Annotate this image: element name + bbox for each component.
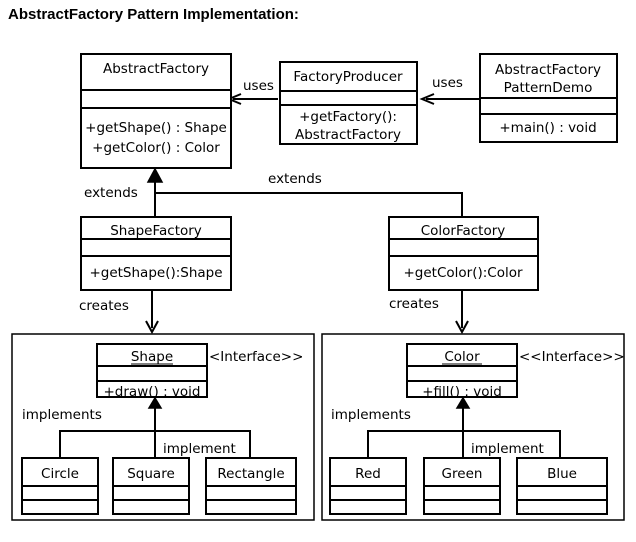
uses-demo-arrowhead [419, 93, 435, 105]
blue-class: Blue [516, 457, 608, 515]
shape-implements-arrowhead [147, 396, 163, 409]
green-name: Green [442, 466, 483, 482]
uses-label-right: uses [432, 75, 463, 91]
shape-factory-method: +getShape():Shape [89, 265, 222, 281]
implements-label-left: implements [22, 407, 102, 423]
color-interface-method: +fill() : void [422, 384, 502, 400]
implement-label-right: implement [471, 441, 544, 457]
circle-class: Circle [21, 457, 99, 515]
extends-label-left: extends [84, 185, 138, 201]
factory-producer-method: +getFactory(): [299, 109, 397, 125]
page-title: AbstractFactory Pattern Implementation: [8, 6, 299, 23]
creates-shape-arrowhead [145, 320, 159, 335]
color-stereotype: <<Interface>> [519, 349, 625, 365]
abstract-factory-method: +getShape() : Shape [85, 120, 227, 136]
shape-stereotype: <Interface>> [209, 349, 303, 365]
green-class: Green [423, 457, 501, 515]
rectangle-class: Rectangle [205, 457, 297, 515]
pattern-demo-name: PatternDemo [504, 80, 593, 96]
extends-color-line [155, 192, 463, 217]
blue-name: Blue [547, 466, 577, 482]
color-implements-arrowhead [455, 396, 471, 409]
abstract-factory-name: AbstractFactory [103, 61, 209, 77]
square-name: Square [127, 466, 175, 482]
creates-label-right: creates [389, 296, 439, 312]
square-class: Square [112, 457, 190, 515]
abstract-factory-class: AbstractFactory +getShape() : Shape +get… [80, 53, 232, 169]
red-name: Red [355, 466, 381, 482]
implements-label-right: implements [331, 407, 411, 423]
shape-factory-name: ShapeFactory [110, 223, 202, 239]
creates-label-left: creates [79, 298, 129, 314]
abstract-factory-method: +getColor() : Color [92, 140, 220, 156]
uses-label-left: uses [243, 78, 274, 94]
color-factory-name: ColorFactory [421, 223, 506, 239]
pattern-demo-method: +main() : void [499, 120, 596, 136]
factory-producer-class: FactoryProducer +getFactory(): AbstractF… [279, 61, 418, 145]
color-interface-class: Color +fill() : void [406, 343, 518, 400]
creates-color-arrowhead [455, 320, 469, 335]
red-class: Red [329, 457, 407, 515]
circle-name: Circle [41, 466, 79, 482]
pattern-demo-class: AbstractFactory PatternDemo +main() : vo… [479, 53, 618, 143]
color-group-container [321, 333, 625, 521]
shape-interface-method: +draw() : void [104, 384, 201, 400]
implement-label-left: implement [163, 441, 236, 457]
color-factory-class: ColorFactory +getColor():Color [388, 216, 539, 291]
shape-interface-name: Shape [131, 349, 173, 365]
extends-arrowhead [146, 167, 164, 183]
color-interface-name: Color [444, 349, 480, 365]
shape-group-container [11, 333, 315, 521]
factory-producer-name: FactoryProducer [293, 69, 403, 85]
shape-interface-class: Shape +draw() : void [96, 343, 208, 400]
extends-label-right: extends [268, 171, 322, 187]
factory-producer-method: AbstractFactory [295, 127, 401, 143]
shape-factory-class: ShapeFactory +getShape():Shape [80, 216, 232, 291]
color-factory-method: +getColor():Color [403, 265, 523, 281]
pattern-demo-name: AbstractFactory [495, 62, 601, 78]
rectangle-name: Rectangle [217, 466, 284, 482]
